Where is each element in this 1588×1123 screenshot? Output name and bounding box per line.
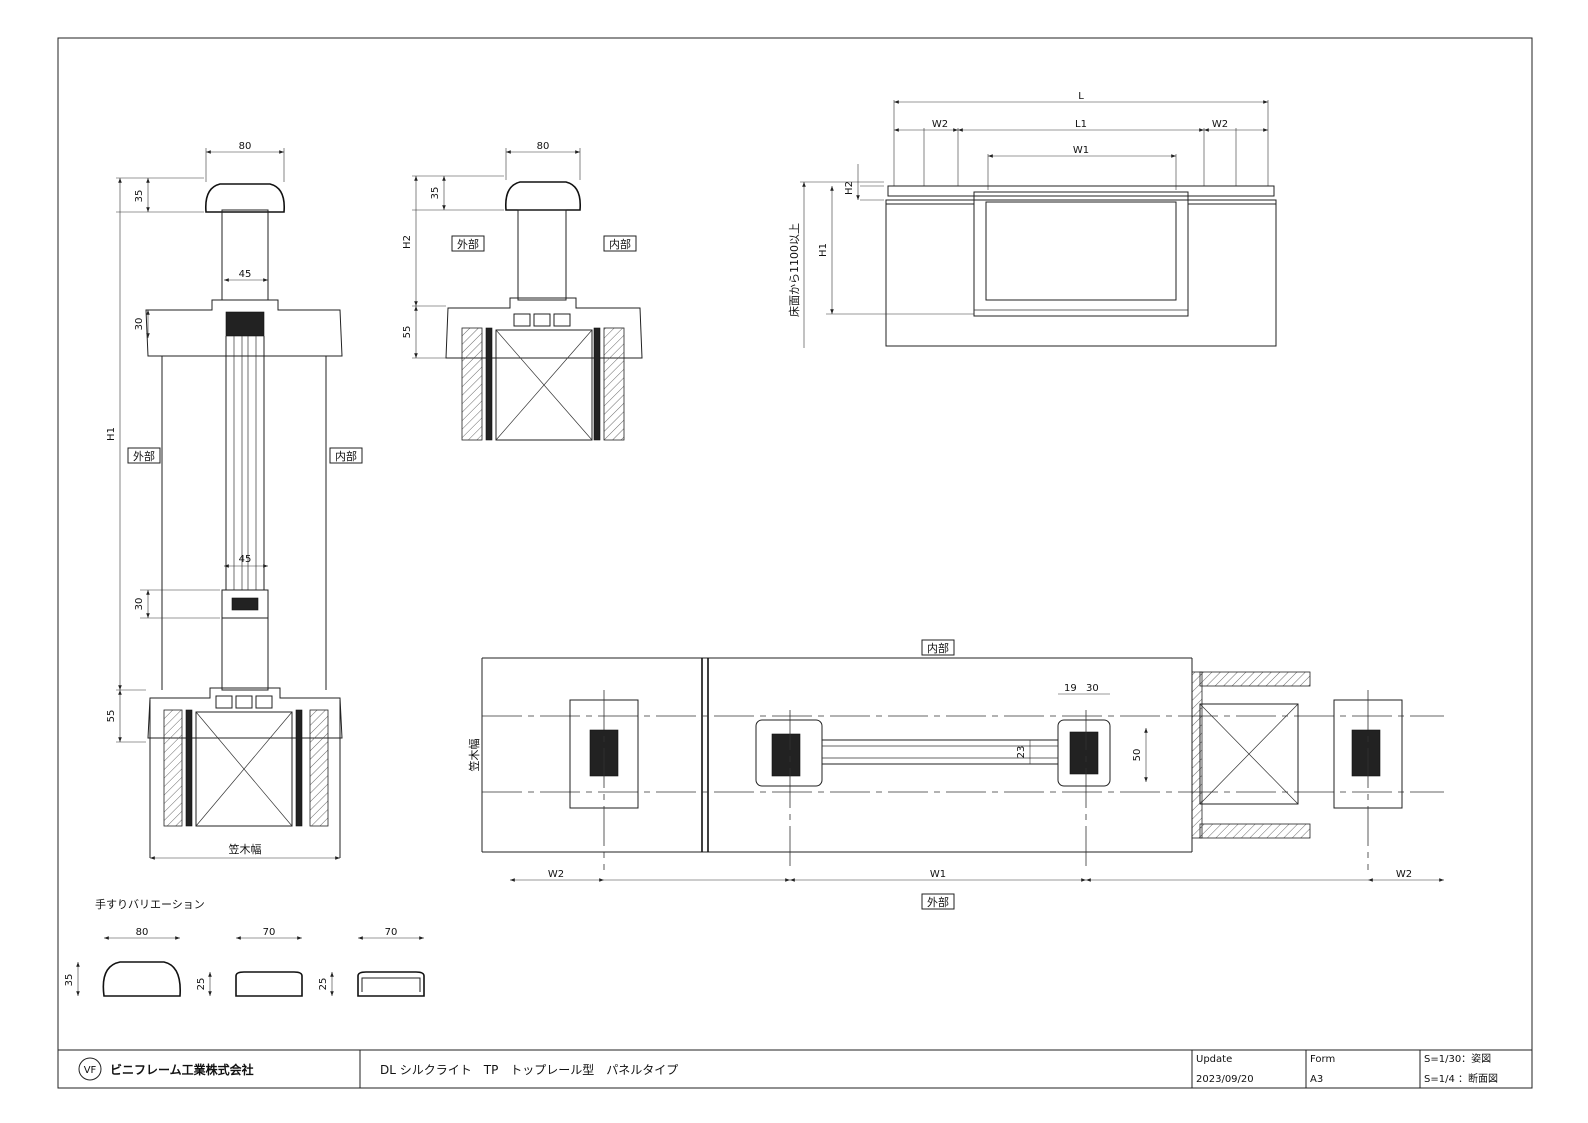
label-exterior-plan: 外部 <box>927 895 949 909</box>
label-exterior-left: 外部 <box>133 449 155 463</box>
company-name: ビニフレーム工業株式会社 <box>110 1062 254 1077</box>
dim-variation2-height: 25 <box>196 978 207 991</box>
dim-variation3-width: 70 <box>385 927 398 938</box>
dim-19: 19 <box>1064 683 1077 694</box>
product-title: DL シルクライト TP トップレール型 パネルタイプ <box>380 1063 678 1077</box>
dim-cap-height-left: 55 <box>106 710 117 723</box>
dim-30-plan: 30 <box>1086 683 1099 694</box>
label-floor-height: 床面から1100以上 <box>787 223 801 317</box>
front-elevation: L W2 L1 W2 W1 H2 H1 床面から1100以上 <box>787 91 1277 348</box>
drawing-frame <box>57 37 1533 1089</box>
update-date: 2023/09/20 <box>1196 1074 1254 1085</box>
label-interior-mid: 内部 <box>609 237 631 251</box>
dim-handrail-height: 35 <box>134 190 145 203</box>
dim-top-rail-height: 30 <box>134 318 145 331</box>
dim-handrail-width: 80 <box>239 141 252 152</box>
dim-bottom-rail-height: 30 <box>134 598 145 611</box>
dim-post-width-bottom: 45 <box>239 554 252 565</box>
dim-H2-elev: H2 <box>844 181 855 195</box>
dim-L1: L1 <box>1075 119 1087 130</box>
form-label: Form <box>1310 1054 1335 1065</box>
plan-section: 内部 笠木幅 19 30 23 50 <box>467 639 1444 910</box>
title-block: VF ビニフレーム工業株式会社 DL シルクライト TP トップレール型 パネル… <box>58 1049 1532 1088</box>
dim-variation3-height: 25 <box>318 978 329 991</box>
label-kasagi-width-plan: 笠木幅 <box>467 739 481 772</box>
label-kasagi-width-left: 笠木幅 <box>229 842 262 856</box>
dim-W2-top-right: W2 <box>1212 119 1228 130</box>
dim-variation2-width: 70 <box>263 927 276 938</box>
dim-handrail-height-mid: 35 <box>430 187 441 200</box>
dim-post-width-top: 45 <box>239 269 252 280</box>
label-exterior-mid: 外部 <box>457 237 479 251</box>
scale-section: S=1/4 ：断面図 <box>1424 1072 1498 1085</box>
form-value: A3 <box>1310 1074 1323 1085</box>
dim-handrail-width-mid: 80 <box>537 141 550 152</box>
dim-H1-left: H1 <box>106 427 117 441</box>
company-logo <box>78 1057 102 1081</box>
dim-W2-top-left: W2 <box>932 119 948 130</box>
section-detail-top: 80 35 H2 外部 内部 55 <box>402 141 643 441</box>
label-interior-left: 内部 <box>335 449 357 463</box>
dim-variation1-width: 80 <box>136 927 149 938</box>
dim-W2-plan-left: W2 <box>548 869 564 880</box>
vertical-section-full: 80 35 45 30 外部 内部 45 3 <box>106 141 363 860</box>
dim-cap-height-mid: 55 <box>402 326 413 339</box>
dim-23: 23 <box>1016 746 1027 759</box>
dim-W1-plan: W1 <box>930 869 946 880</box>
update-label: Update <box>1196 1054 1232 1065</box>
dim-L: L <box>1078 91 1084 102</box>
scale-elevation: S=1/30：姿図 <box>1424 1052 1491 1065</box>
handrail-variations-title: 手すりバリエーション <box>95 897 205 911</box>
handrail-variations: 手すりバリエーション 80 35 70 25 70 25 <box>64 897 425 997</box>
label-interior-plan: 内部 <box>927 641 949 655</box>
dim-50: 50 <box>1132 749 1143 762</box>
dim-W2-plan-right: W2 <box>1396 869 1412 880</box>
dim-H1-elev: H1 <box>818 243 829 257</box>
dim-variation1-height: 35 <box>64 974 75 987</box>
svg-text:VF: VF <box>84 1065 97 1076</box>
dim-H2-mid: H2 <box>402 235 413 249</box>
dim-W1-top: W1 <box>1073 145 1089 156</box>
